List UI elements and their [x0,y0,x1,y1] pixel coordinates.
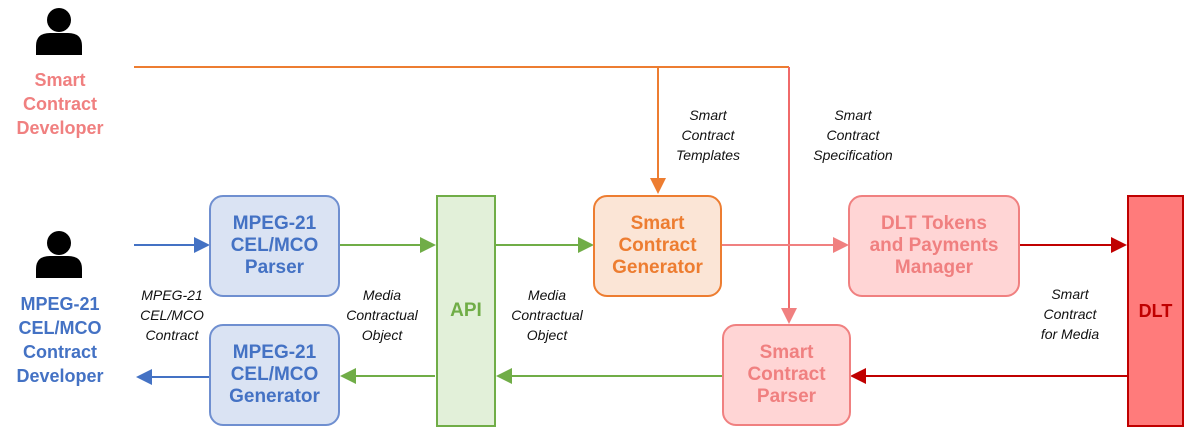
media-object-left-label: Media Contractual Object [346,287,418,343]
smart-contract-parser-box: Smart Contract Parser [722,324,851,426]
sc-templates-label: Smart Contract Templates [675,107,741,163]
mpeg-contract-label: MPEG-21 CEL/MCO Contract [140,287,204,343]
sc-specification-label: Smart Contract Specification [813,107,893,163]
mco-generator-box: MPEG-21 CEL/MCO Generator [209,324,340,426]
media-object-right-label: Media Contractual Object [511,287,583,343]
mco-parser-box: MPEG-21 CEL/MCO Parser [209,195,340,297]
person-icon-bottom [36,231,82,278]
smart-contract-generator-box: Smart Contract Generator [593,195,722,297]
smart-contract-developer-label: Smart Contract Developer [16,70,104,138]
sc-for-media-label: Smart Contract for Media [1040,286,1100,342]
mpeg-contract-developer-label: MPEG-21 CEL/MCO Contract Developer [16,294,104,386]
person-icon-top [36,8,82,55]
dlt-tokens-payments-box: DLT Tokens and Payments Manager [848,195,1020,297]
api-box: API [436,195,496,427]
dlt-box: DLT [1127,195,1184,427]
